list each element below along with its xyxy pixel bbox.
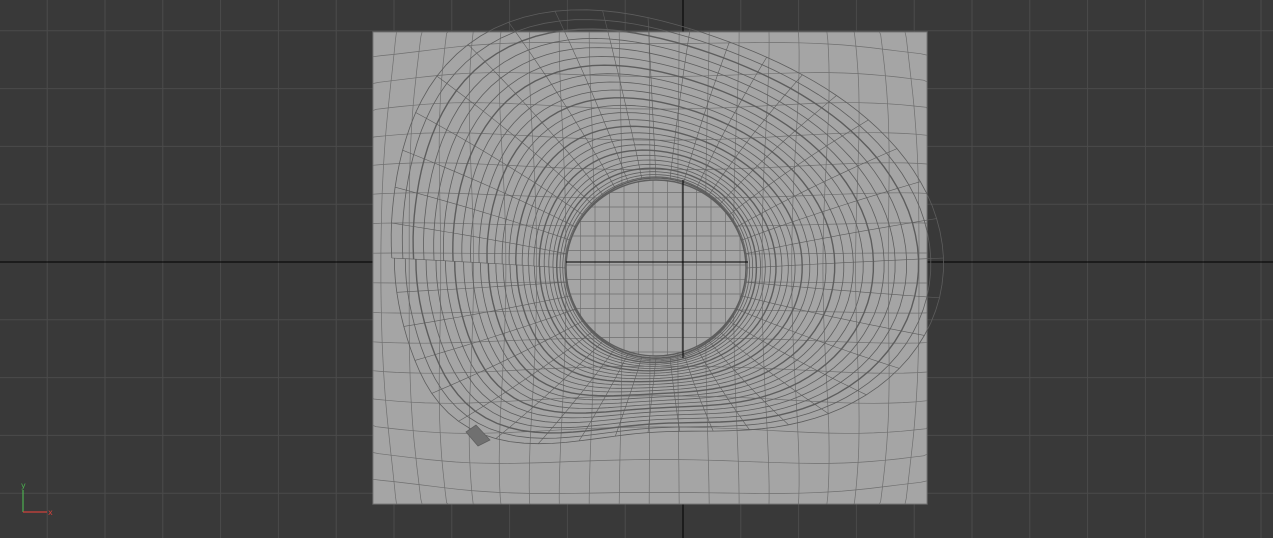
mesh-spoke	[431, 320, 584, 394]
plane-wire-line	[408, 31, 423, 505]
hole-rim	[565, 179, 747, 357]
mesh-spoke	[396, 281, 568, 293]
axis-gizmo: y x	[21, 481, 53, 517]
mesh-spoke	[415, 112, 584, 216]
mesh-spoke	[683, 353, 714, 432]
plane-wire-line	[468, 31, 475, 505]
mesh-spoke	[696, 57, 767, 188]
mesh-spoke	[745, 257, 944, 269]
plane-wire-line	[380, 31, 397, 505]
plane-wire-line	[438, 31, 449, 505]
mesh-spoke	[458, 331, 593, 422]
mesh-spoke	[669, 356, 681, 432]
mesh-spoke	[736, 308, 900, 369]
plane-wire-line	[498, 31, 507, 505]
mesh-spoke	[647, 17, 657, 179]
hole-surface	[566, 180, 746, 356]
plane-wire-line	[372, 162, 928, 171]
plane-wire-line	[372, 102, 928, 111]
center-axes	[566, 180, 748, 358]
mesh-spoke	[744, 218, 937, 255]
mesh-spoke	[414, 308, 576, 361]
mesh-spoke	[708, 74, 803, 196]
mesh-spoke	[719, 331, 829, 414]
mesh-spoke	[391, 222, 568, 255]
plane-wire-line	[528, 31, 538, 505]
mesh-spoke	[719, 95, 837, 205]
plane-wire-line	[372, 72, 928, 84]
axis-gizmo-x-label: x	[48, 508, 53, 517]
plane-wire-line	[853, 31, 860, 505]
plane-wire-line	[372, 395, 928, 404]
mesh-spoke	[402, 149, 576, 228]
plane-wire-line	[878, 31, 890, 505]
selected-face[interactable]	[465, 424, 491, 447]
mesh-spoke	[615, 356, 643, 437]
plane-wire-line	[791, 31, 800, 505]
mesh-spoke	[741, 181, 921, 241]
mesh-spoke	[403, 295, 571, 327]
mesh-spoke	[728, 119, 869, 216]
mesh-spoke	[741, 295, 925, 336]
plane-wire-line	[372, 132, 928, 141]
plane-wire-line	[372, 425, 928, 434]
mesh-spoke	[395, 186, 571, 241]
axis-gizmo-y-label: y	[21, 481, 26, 490]
mesh-spoke	[537, 348, 616, 444]
mesh-spoke	[436, 75, 593, 205]
mesh-spoke	[495, 340, 604, 439]
mesh-spoke	[508, 22, 616, 188]
mesh-spoke	[391, 257, 567, 269]
mesh-spoke	[696, 348, 750, 430]
mesh-spoke	[578, 353, 629, 442]
mesh-spoke	[669, 28, 691, 180]
mesh-spoke	[728, 320, 867, 396]
mesh-spoke	[736, 148, 898, 228]
plane-wire-line	[372, 478, 928, 494]
hole-wireframe	[565, 179, 747, 357]
ring-mesh[interactable]	[390, 9, 944, 445]
plane-wire-line	[822, 31, 830, 505]
mesh-spoke	[744, 281, 940, 299]
mesh-spoke	[467, 44, 604, 196]
plane-wire-line	[761, 31, 770, 505]
mesh-spoke	[647, 357, 657, 433]
plane-wireframe	[372, 31, 928, 505]
mesh-spoke	[683, 41, 730, 183]
mesh-spoke	[602, 10, 643, 180]
mesh-spoke	[554, 11, 629, 183]
plane-wire-line	[372, 452, 928, 464]
mesh-spoke	[708, 340, 789, 426]
